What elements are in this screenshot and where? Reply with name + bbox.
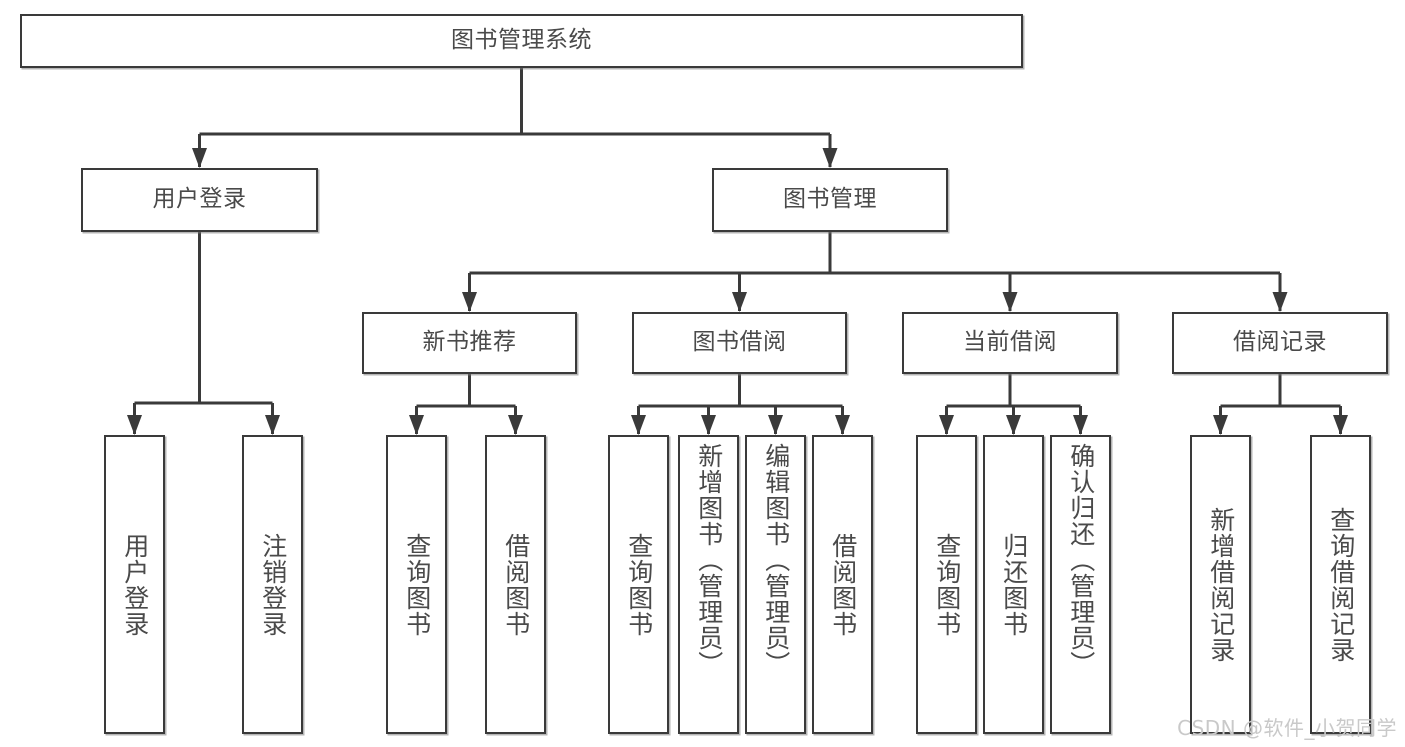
leaf-box[interactable]: 借阅图书 (812, 435, 873, 734)
level3-box[interactable]: 借阅记录 (1172, 312, 1388, 374)
level3-box[interactable]: 图书借阅 (632, 312, 847, 374)
leaf-label: 查询借阅记录 (1326, 506, 1356, 663)
level2-label: 图书管理 (783, 186, 877, 213)
leaf-label: 新增图书（管理员） (694, 443, 724, 677)
leaf-box[interactable]: 借阅图书 (485, 435, 546, 734)
root-box[interactable]: 图书管理系统 (20, 14, 1023, 68)
leaf-label: 新增借阅记录 (1206, 506, 1236, 663)
root-label: 图书管理系统 (451, 27, 592, 54)
leaf-box[interactable]: 查询借阅记录 (1310, 435, 1371, 734)
leaf-box[interactable]: 编辑图书（管理员） (745, 435, 806, 734)
level3-label: 当前借阅 (963, 329, 1057, 356)
leaf-label: 确认归还（管理员） (1066, 443, 1096, 677)
leaf-label: 编辑图书（管理员） (761, 443, 791, 677)
leaf-label: 用户登录 (120, 532, 150, 637)
leaf-label: 归还图书 (999, 532, 1029, 637)
leaf-box[interactable]: 查询图书 (916, 435, 977, 734)
leaf-box[interactable]: 新增借阅记录 (1190, 435, 1251, 734)
leaf-box[interactable]: 确认归还（管理员） (1050, 435, 1111, 734)
leaf-box[interactable]: 查询图书 (608, 435, 669, 734)
level2-box[interactable]: 图书管理 (712, 168, 948, 232)
leaf-box[interactable]: 注销登录 (242, 435, 303, 734)
leaf-box[interactable]: 查询图书 (386, 435, 447, 734)
leaf-box[interactable]: 新增图书（管理员） (678, 435, 739, 734)
level3-label: 图书借阅 (692, 329, 787, 356)
level3-label: 新书推荐 (422, 329, 517, 356)
level2-label: 用户登录 (152, 186, 247, 213)
leaf-box[interactable]: 归还图书 (983, 435, 1044, 734)
leaf-label: 查询图书 (402, 532, 432, 637)
leaf-label: 借阅图书 (501, 532, 531, 637)
level3-box[interactable]: 新书推荐 (362, 312, 577, 374)
leaf-label: 注销登录 (258, 532, 288, 637)
leaf-label: 查询图书 (932, 532, 962, 637)
level3-label: 借阅记录 (1233, 329, 1327, 356)
level3-box[interactable]: 当前借阅 (902, 312, 1118, 374)
leaf-box[interactable]: 用户登录 (104, 435, 165, 734)
level2-box[interactable]: 用户登录 (81, 168, 318, 232)
watermark-label: CSDN @软件_小贺同学 (1177, 716, 1397, 740)
leaf-label: 借阅图书 (828, 532, 858, 637)
leaf-label: 查询图书 (624, 532, 654, 637)
